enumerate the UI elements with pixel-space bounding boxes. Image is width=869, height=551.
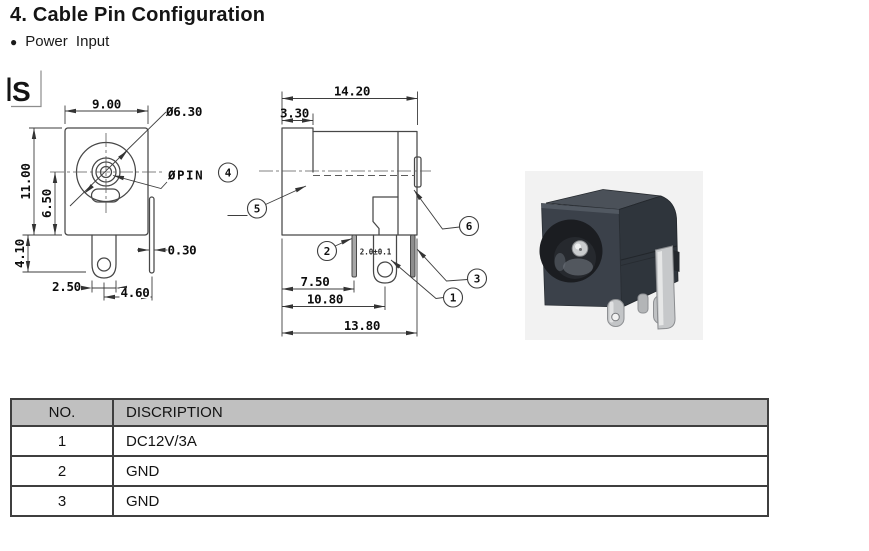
dim-side-length: 14.20 xyxy=(334,84,370,99)
connector-photo xyxy=(525,171,703,340)
front-side-lug xyxy=(148,196,155,274)
svg-text:3: 3 xyxy=(474,273,481,286)
section-bullet-label: Power Input xyxy=(25,33,110,50)
balloon-6: 6 xyxy=(458,215,480,237)
dim-side-pin1: 7.50 xyxy=(301,274,330,289)
front-view-drawing: 9.00 Ø6.30 11.00 6.50 4.10 2.50 4.60 0.3… xyxy=(12,97,239,301)
table-row: 1 DC12V/3A xyxy=(10,425,769,457)
table-cell-no: 2 xyxy=(10,455,114,487)
balloon-1: 1 xyxy=(442,287,464,308)
page-title: 4. Cable Pin Configuration xyxy=(10,4,266,26)
dim-front-diameter: Ø6.30 xyxy=(165,104,202,119)
bullet-icon: ● xyxy=(10,34,18,49)
table-cell-description: GND xyxy=(112,485,769,517)
table-header-row: NO. DISCRIPTION xyxy=(10,398,769,427)
side-pin-right xyxy=(410,234,416,278)
dim-front-height: 11.00 xyxy=(18,163,33,199)
dim-front-width: 9.00 xyxy=(92,97,121,112)
balloon-2: 2 xyxy=(316,240,338,262)
section-bullet-line: ● Power Input xyxy=(10,33,109,50)
technical-drawing-canvas: S xyxy=(7,70,703,340)
pin-configuration-table: NO. DISCRIPTION 1 DC12V/3A 2 GND 3 GND xyxy=(10,398,769,517)
balloon-3: 3 xyxy=(466,268,488,289)
balloon-5: 5 xyxy=(246,198,268,219)
photo-pin-middle xyxy=(637,293,649,314)
side-center-pin xyxy=(372,234,398,284)
svg-text:5: 5 xyxy=(254,203,261,216)
table-header-description: DISCRIPTION xyxy=(112,398,769,427)
svg-text:6: 6 xyxy=(466,220,473,233)
svg-text:4: 4 xyxy=(225,167,232,180)
corner-logo: S xyxy=(7,70,42,108)
label-opin: ØPIN xyxy=(167,168,204,183)
side-view-drawing: 14.20 3.30 7.50 10.80 13.80 2.0±0.1 5 2 … xyxy=(227,84,488,337)
dim-front-pin-width: 2.50 xyxy=(52,279,81,294)
front-view-part xyxy=(64,127,155,279)
table-cell-no: 3 xyxy=(10,485,114,517)
side-flap xyxy=(413,156,422,188)
dim-side-barrel: 3.30 xyxy=(280,106,309,121)
dim-side-pin3: 13.80 xyxy=(344,318,380,333)
dim-front-lug-thickness: 0.30 xyxy=(168,243,197,258)
svg-text:1: 1 xyxy=(450,292,457,305)
table-row: 2 GND xyxy=(10,455,769,487)
table-row: 3 GND xyxy=(10,485,769,517)
svg-text:2: 2 xyxy=(324,245,331,258)
table-cell-description: DC12V/3A xyxy=(112,425,769,457)
side-view-part xyxy=(259,127,431,284)
table-cell-no: 1 xyxy=(10,425,114,457)
dim-front-center-height: 6.50 xyxy=(39,189,54,218)
dim-side-tolerance: 2.0±0.1 xyxy=(360,248,392,257)
side-arrowheads xyxy=(282,96,427,336)
table-header-no: NO. xyxy=(10,398,114,427)
balloon-4: 4 xyxy=(217,162,239,183)
dim-front-lug-offset: 4.60 xyxy=(121,285,150,300)
front-center-pin xyxy=(91,234,117,279)
dim-side-pin2: 10.80 xyxy=(307,292,343,307)
side-pin-left xyxy=(351,234,357,278)
table-cell-description: GND xyxy=(112,455,769,487)
logo-letter: S xyxy=(12,76,31,107)
dim-front-pin-length: 4.10 xyxy=(12,239,27,268)
